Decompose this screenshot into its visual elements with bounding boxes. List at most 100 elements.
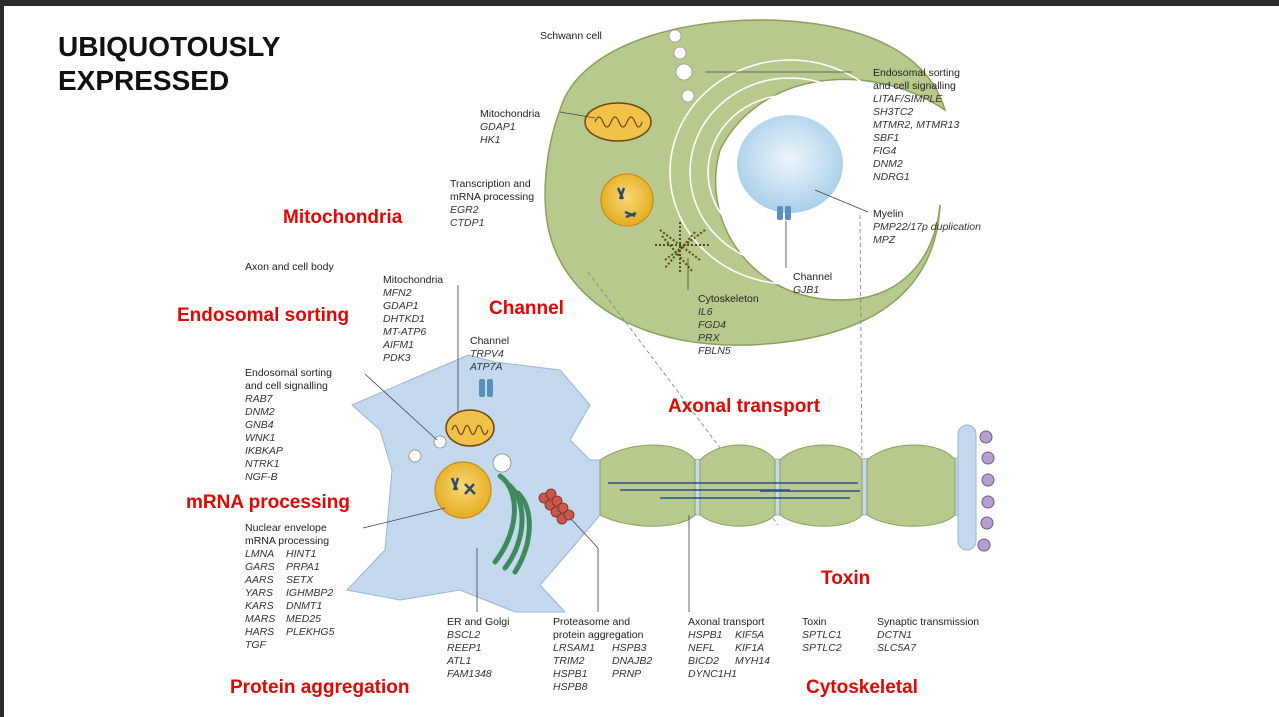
gene-name: YARS [245, 587, 273, 599]
heading-line: Cytoskeleton [698, 293, 759, 305]
schwann-nucleus [601, 174, 653, 226]
axonal-genes-col2: KIF5A KIF1A MYH14 [735, 625, 770, 667]
gene-name: SH3TC2 [873, 106, 913, 118]
gene-name: GDAP1 [480, 121, 516, 133]
category-axonal-transport: Axonal transport [668, 396, 820, 418]
gene-name: KARS [245, 600, 274, 612]
gene-name: DNAJB2 [612, 655, 652, 667]
gene-name: DNM2 [873, 158, 903, 170]
gene-name: IL6 [698, 306, 713, 318]
gene-name: HSPB1 [688, 629, 722, 641]
schwann-mitochondrion [585, 103, 651, 141]
category-endosomal-sorting: Endosomal sorting [177, 305, 349, 327]
category-cytoskeletal: Cytoskeletal [806, 677, 918, 699]
gene-name: NGF-B [245, 471, 278, 483]
heading-line: Channel [793, 271, 832, 283]
gene-name: DNM2 [245, 406, 275, 418]
heading-line: mRNA processing [450, 191, 534, 203]
gene-name: PRNP [612, 668, 641, 680]
gene-name: HSPB8 [553, 681, 588, 693]
gene-name: DYNC1H1 [688, 668, 737, 680]
gene-name: GDAP1 [383, 300, 419, 312]
heading-line: ER and Golgi [447, 616, 509, 628]
gene-name: MFN2 [383, 287, 412, 299]
gene-name: SPTLC2 [802, 642, 842, 654]
heading-line: Mitochondria [383, 274, 443, 286]
gene-name: HSPB3 [612, 642, 647, 654]
category-channel: Channel [489, 298, 564, 320]
heading-line: and cell signalling [873, 80, 956, 92]
gene-name: PRPA1 [286, 561, 320, 573]
gene-name: SBF1 [873, 132, 899, 144]
heading-line: Channel [470, 335, 509, 347]
neuron-title: Axon and cell body [245, 261, 334, 273]
heading-line: Proteasome and [553, 616, 630, 628]
gene-name: LITAF/SIMPLE [873, 93, 943, 105]
nuclear-genes-col2: HINT1 PRPA1 SETX IGHMBP2 DNMT1 MED25 PLE… [286, 544, 338, 638]
schwann-mitochondria-label: Mitochondria GDAP1 HK1 [480, 104, 545, 146]
gene-name: FBLN5 [698, 345, 731, 357]
gene-name: WNK1 [245, 432, 275, 444]
proteasome-genes-col2: HSPB3 DNAJB2 PRNP [612, 638, 657, 680]
gene-name: TGF [245, 639, 267, 651]
category-mrna-processing: mRNA processing [186, 492, 350, 514]
nuclear-genes-col1: LMNA GARS AARS YARS KARS MARS HARS TGF [244, 544, 280, 651]
gene-name: FIG4 [873, 145, 896, 157]
proteasome-genes-col1: LRSAM1 TRIM2 HSPB1 HSPB8 [553, 638, 599, 693]
axonal-genes-col1: HSPB1 NEFL BICD2 DYNC1H1 [688, 625, 737, 680]
schwann-endosomal-label: Endosomal sorting and cell signalling LI… [873, 63, 964, 183]
neuron [347, 355, 994, 612]
gene-name: NDRG1 [873, 171, 910, 183]
gene-name: DCTN1 [877, 629, 912, 641]
heading-line: Toxin [802, 616, 827, 628]
heading-line: Synaptic transmission [877, 616, 979, 628]
schwann-cell-title: Schwann cell [540, 30, 602, 42]
gene-name: MYH14 [735, 655, 770, 667]
gene-name: LMNA [245, 548, 274, 560]
gene-name: DNMT1 [286, 600, 322, 612]
neuron-er-golgi-label: ER and Golgi BSCL2 REEP1 ATL1 FAM1348 [446, 612, 514, 680]
gene-name: MTMR2, MTMR13 [873, 119, 959, 131]
gene-name: PRX [698, 332, 721, 344]
heading-line: and cell signalling [245, 380, 328, 392]
gene-name: FGD4 [698, 319, 726, 331]
neuron-nuclear-label: Nuclear envelope mRNA processing [245, 518, 331, 547]
heading-line: Myelin [873, 208, 904, 220]
gene-name: IKBKAP [245, 445, 283, 457]
neuron-synaptic-label: Synaptic transmission DCTN1 SLC5A7 [877, 612, 984, 654]
gene-name: ATL1 [446, 655, 471, 667]
gene-name: REEP1 [447, 642, 481, 654]
neuron-toxin-label: Toxin SPTLC1 SPTLC2 [802, 612, 846, 654]
schwann-channel-label: Channel GJB1 [793, 267, 837, 296]
heading-line: Endosomal sorting [873, 67, 960, 79]
category-toxin: Toxin [821, 568, 870, 590]
gene-name: PLEKHG5 [286, 626, 335, 638]
neuron-nucleus [435, 462, 491, 518]
gene-name: KIF1A [735, 642, 764, 654]
gene-name: CTDP1 [450, 217, 484, 229]
gene-name: NEFL [688, 642, 715, 654]
gene-name: AARS [244, 574, 274, 586]
gene-name: GNB4 [245, 419, 274, 431]
heading-line: Transcription and [450, 178, 531, 190]
gene-name: MARS [245, 613, 275, 625]
gene-name: LRSAM1 [553, 642, 595, 654]
gene-name: MED25 [286, 613, 321, 625]
gene-name: SPTLC1 [802, 629, 842, 641]
gene-name: SETX [286, 574, 314, 586]
gene-name: RAB7 [245, 393, 274, 405]
gene-name: DHTKD1 [383, 313, 425, 325]
gene-name: BICD2 [688, 655, 719, 667]
category-mitochondria: Mitochondria [283, 207, 402, 229]
synaptic-vesicles [978, 431, 994, 551]
gene-name: IGHMBP2 [286, 587, 333, 599]
neuron-mitochondrion [446, 410, 494, 446]
gene-name: PDK3 [383, 352, 411, 364]
gene-name: KIF5A [735, 629, 764, 641]
neuron-mitochondria-label: Mitochondria MFN2 GDAP1 DHTKD1 MT-ATP6 A… [382, 270, 448, 364]
gene-name: AIFM1 [382, 339, 414, 351]
gene-name: TRIM2 [553, 655, 585, 667]
neuron-endosomal-label: Endosomal sorting and cell signalling RA… [245, 363, 336, 483]
gene-name: HSPB1 [553, 668, 587, 680]
